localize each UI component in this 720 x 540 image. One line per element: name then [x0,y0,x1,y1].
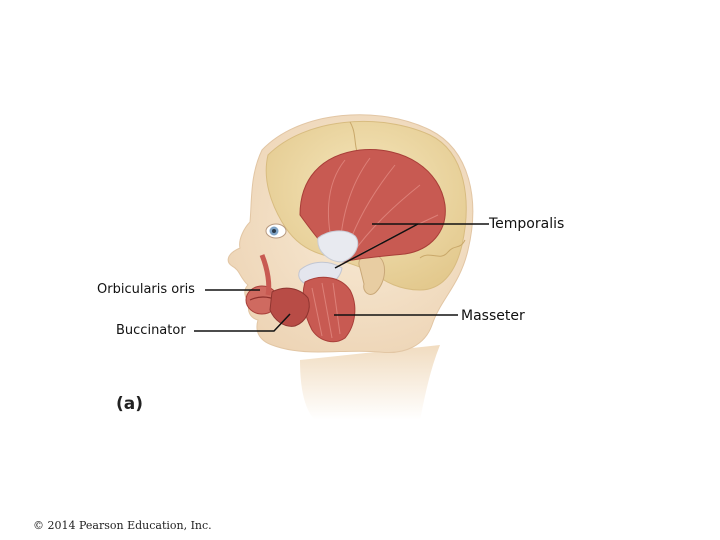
leader-lines [194,223,489,332]
masseter-muscle [302,276,356,343]
buccinator-leader [194,313,291,332]
label-orbicularis-oris: Orbicularis oris [97,282,195,297]
masseter-fibers [311,282,341,339]
label-temporalis: Temporalis [489,216,565,232]
suture [419,239,466,259]
label-buccinator: Buccinator [116,323,186,338]
copyright-notice: © 2014 Pearson Education, Inc. [33,519,212,532]
zygomaticus-muscle [259,254,272,296]
label-masseter: Masseter [461,308,525,324]
neck [300,345,440,420]
buccinator-muscle [269,287,310,327]
pupil [272,229,276,233]
panel-label: (a) [116,394,144,414]
temporalis-tendon [317,230,359,263]
temporalis-leader-2 [334,223,419,269]
